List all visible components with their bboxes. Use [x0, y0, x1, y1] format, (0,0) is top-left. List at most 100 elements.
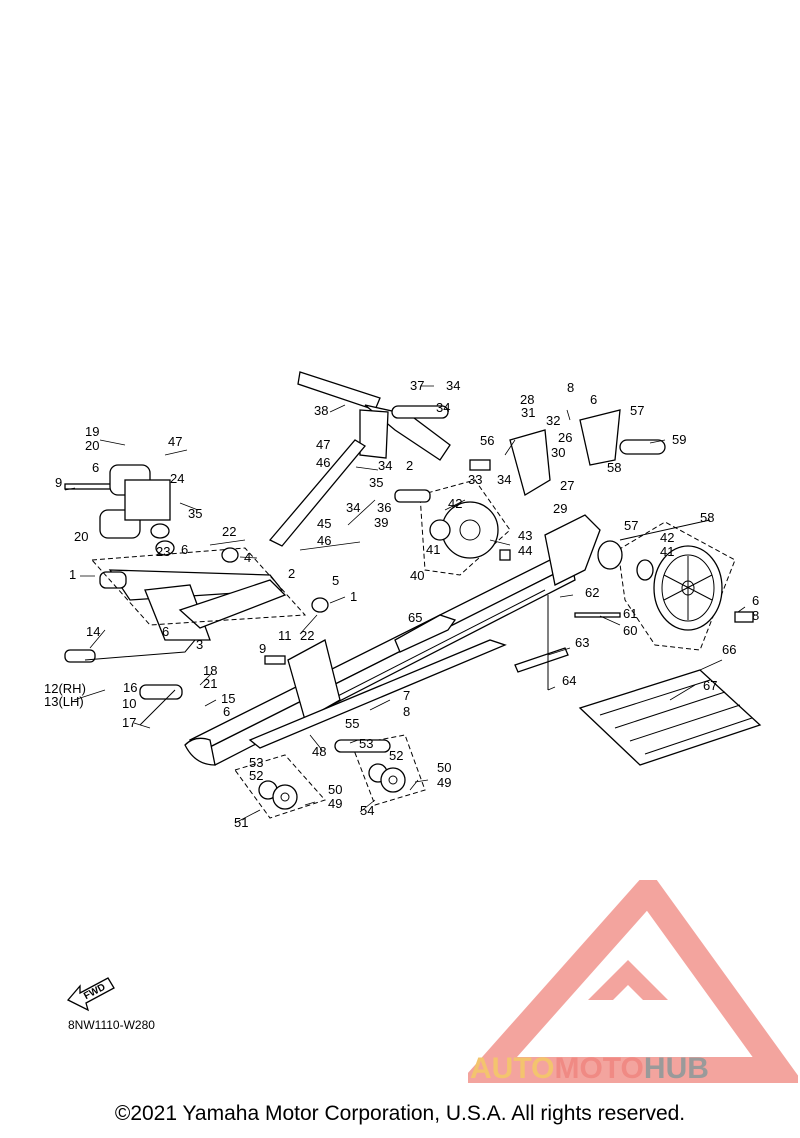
callout-c6e: 6: [590, 392, 597, 407]
callout-c53b: 53: [249, 755, 263, 770]
rear-arm-housing: [287, 514, 601, 721]
callout-c14: 14: [86, 624, 100, 639]
callout-c32: 32: [546, 413, 560, 428]
callout-c60: 60: [623, 623, 637, 638]
group-box-wheel-54: [351, 734, 426, 806]
callout-c5: 5: [332, 573, 339, 588]
callout-c3: 3: [196, 637, 203, 652]
callout-c22a: 22: [222, 524, 236, 539]
callout-c8a: 8: [567, 380, 574, 395]
callout-c28: 28: [520, 392, 534, 407]
callout-c34a: 34: [446, 378, 460, 393]
callout-c35a: 35: [188, 506, 202, 521]
callout-c6f: 6: [752, 593, 759, 608]
callout-c6a: 6: [92, 460, 99, 475]
callout-c30: 30: [551, 445, 565, 460]
callout-c4: 4: [244, 550, 251, 565]
callout-c67: 67: [703, 678, 717, 693]
callout-c66: 66: [722, 642, 736, 657]
callout-c39: 39: [374, 515, 388, 530]
callout-c9b: 9: [259, 641, 266, 656]
callout-c57a: 57: [630, 403, 644, 418]
callout-c34c: 34: [378, 458, 392, 473]
callout-c1a: 1: [69, 567, 76, 582]
callout-c65: 65: [408, 610, 422, 625]
group-box-wheel-58: [617, 521, 736, 651]
callout-c20a: 20: [85, 438, 99, 453]
callout-c36: 36: [377, 500, 391, 515]
fasteners: [64, 459, 754, 726]
callout-c6b: 6: [181, 542, 188, 557]
callout-c42a: 42: [448, 496, 462, 511]
callout-c29: 29: [553, 501, 567, 516]
callout-c31: 31: [521, 405, 535, 420]
group-box-wheel-51: [234, 754, 326, 819]
copyright-notice: ©2021 Yamaha Motor Corporation, U.S.A. A…: [114, 1102, 686, 1125]
callout-c56: 56: [480, 433, 494, 448]
callout-c6c: 6: [162, 624, 169, 639]
group-box-front: [90, 547, 307, 626]
automotohub-wordmark: AUTOMOTOHUB: [470, 1052, 709, 1085]
callout-c44: 44: [518, 543, 532, 558]
callout-c21: 21: [203, 676, 217, 691]
callout-c35b: 35: [369, 475, 383, 490]
fwd-label: FWD: [82, 982, 107, 1002]
callout-c45: 45: [317, 516, 331, 531]
callout-c48: 48: [312, 744, 326, 759]
idler-wheel-58: [597, 540, 723, 631]
callout-c50a: 50: [437, 760, 451, 775]
front-arm: [99, 569, 287, 641]
callout-c23: 23: [156, 544, 170, 559]
drawing-code: 8NW1110-W280: [68, 1018, 155, 1032]
callout-c34e: 34: [346, 500, 360, 515]
callout-c13: 13(LH): [44, 694, 84, 709]
callout-c7: 7: [403, 688, 410, 703]
callout-c27: 27: [560, 478, 574, 493]
callout-c9a: 9: [55, 475, 62, 490]
callout-c55: 55: [345, 716, 359, 731]
callout-c8c: 8: [403, 704, 410, 719]
callout-c1b: 1: [350, 589, 357, 604]
callout-c6d: 6: [223, 704, 230, 719]
idler-wheel-51: [258, 780, 298, 810]
callout-c58a: 58: [607, 460, 621, 475]
callout-c47a: 47: [168, 434, 182, 449]
callout-c22b: 22: [300, 628, 314, 643]
track-pad-66: [578, 669, 762, 766]
callout-c41b: 41: [660, 544, 674, 559]
callout-c26: 26: [558, 430, 572, 445]
callout-c40: 40: [410, 568, 424, 583]
callout-c46a: 46: [316, 455, 330, 470]
callout-c58b: 58: [700, 510, 714, 525]
callout-c50b: 50: [328, 782, 342, 797]
callout-c46b: 46: [317, 533, 331, 548]
callout-c51: 51: [234, 815, 248, 830]
callout-c2b: 2: [406, 458, 413, 473]
callout-c47b: 47: [316, 437, 330, 452]
callout-c61: 61: [623, 606, 637, 621]
callout-c59: 59: [672, 432, 686, 447]
callout-c42b: 42: [660, 530, 674, 545]
rear-bracket: [509, 409, 666, 496]
callout-c16: 16: [123, 680, 137, 695]
callout-c2: 2: [288, 566, 295, 581]
callout-c49b: 49: [328, 796, 342, 811]
callout-c52b: 52: [249, 768, 263, 783]
idler-wheel-40: [429, 501, 499, 559]
callout-c38: 38: [314, 403, 328, 418]
callout-c54: 54: [360, 803, 374, 818]
callout-c34b: 34: [436, 400, 450, 415]
group-box-idler-40: [419, 479, 511, 576]
callout-c37: 37: [410, 378, 424, 393]
rear-arm: [268, 371, 451, 547]
callout-c17: 17: [122, 715, 136, 730]
slider-runners: [248, 614, 569, 749]
callout-c11: 11: [278, 628, 292, 643]
fwd-arrow-icon: FWD: [66, 977, 115, 1012]
callout-c8b: 8: [752, 608, 759, 623]
callout-c34d: 34: [497, 472, 511, 487]
callout-c53a: 53: [359, 736, 373, 751]
callout-c18: 18: [203, 663, 217, 678]
callout-c63: 63: [575, 635, 589, 650]
